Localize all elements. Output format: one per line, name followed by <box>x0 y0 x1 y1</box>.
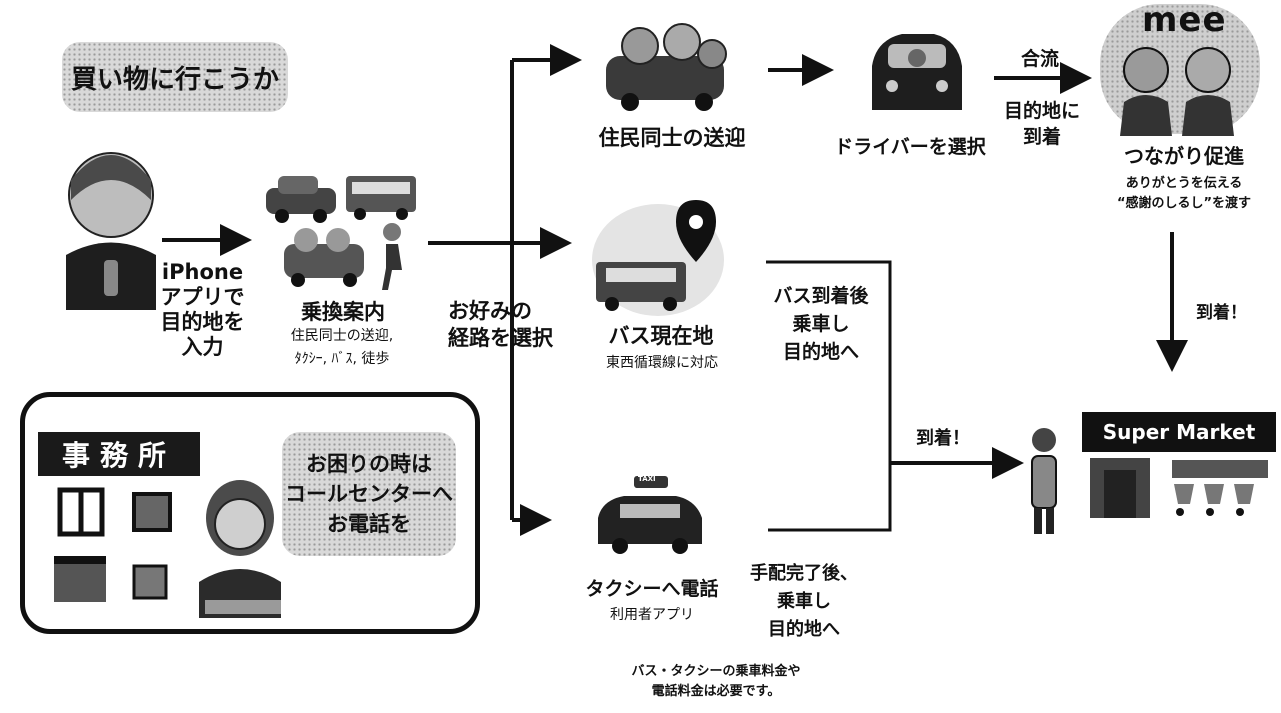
supermarket-sign: Super Market <box>1082 412 1276 452</box>
office-bubble: お困りの時は コールセンターへ お電話を <box>282 432 456 556</box>
arrive-mid-text: 到着！ <box>916 428 970 449</box>
transport-options-icon <box>266 176 416 290</box>
choose-route-line2: 経路を選択 <box>448 326 553 350</box>
office-bubble-line1: お困りの時は <box>306 452 432 476</box>
guidance-line1: 住民同士の送迎, <box>290 328 394 344</box>
connection-title: つながり促進 <box>1124 144 1244 168</box>
footnote-line2: 電話料金は必要です。 <box>651 684 781 699</box>
taxi-after-line3: 目的地へ <box>768 619 840 640</box>
office-bubble-line2: コールセンターへ <box>285 482 453 506</box>
office-building-icon <box>54 487 172 602</box>
merge-bottom-line2: 到着 <box>1022 126 1061 148</box>
choose-route-line1: お好みの <box>448 299 532 323</box>
operator-icon <box>199 480 281 618</box>
guidance-line2: ﾀｸｼｰ, ﾊﾞｽ, 徒歩 <box>294 351 390 367</box>
step-input-line3: 目的地を <box>160 310 245 334</box>
office-panel <box>20 392 480 634</box>
footnote: バス・タクシーの乗車料金や 電話料金は必要です。 <box>596 662 836 702</box>
office-sign: 事務所 <box>38 432 200 476</box>
bus-after-line3: 目的地へ <box>782 341 859 363</box>
bus-after-text: バス到着後 乗車し 目的地へ <box>766 282 876 366</box>
taxi-sub: 利用者アプリ <box>610 607 694 623</box>
taxi-after-text: 手配完了後、 乗車し 目的地へ <box>742 560 866 644</box>
taxi-title: タクシーへ電話 <box>585 578 719 600</box>
person-icon <box>66 152 156 310</box>
bus-after-line1: バス到着後 <box>773 285 869 307</box>
driver-select-text: ドライバーを選択 <box>834 136 986 158</box>
merge-bottom-line1: 目的地に <box>1003 100 1080 122</box>
ride-title: 住民同士の送迎 <box>598 126 746 150</box>
taxi-sign: TAXI <box>638 475 656 483</box>
merge-bottom: 目的地に 到着 <box>996 98 1088 150</box>
thought-text: 買い物に行こうか <box>70 64 279 95</box>
driver-car-icon <box>872 34 962 110</box>
connection-line2: “感謝のしるし”を渡す <box>1116 196 1252 211</box>
supermarket-building-icon <box>1082 452 1276 524</box>
office-sign-text: 事務所 <box>61 439 176 472</box>
step-input-line2: アプリで <box>160 285 245 309</box>
bus-location-icon <box>592 200 724 316</box>
thought-bubble: 買い物に行こうか <box>62 42 288 112</box>
choose-route-text: お好みの 経路を選択 <box>448 298 553 352</box>
footnote-line1: バス・タクシーの乗車料金や <box>631 664 801 679</box>
step-input-text: iPhone アプリで 目的地を 入力 <box>150 260 255 360</box>
bus-taxi-bracket <box>766 260 892 532</box>
step-input-line4: 入力 <box>181 335 224 359</box>
connection-line1: ありがとうを伝える <box>1125 176 1243 191</box>
merge-top: 合流 <box>1020 48 1059 70</box>
guidance-title: 乗換案内 <box>301 300 385 324</box>
taxi-after-line1: 手配完了後、 <box>750 563 858 584</box>
taxi-after-line2: 乗車し <box>777 591 831 612</box>
handshake-people-icon <box>1120 47 1234 136</box>
shopper-icon <box>1031 428 1057 534</box>
office-bubble-line3: お電話を <box>327 512 411 536</box>
residents-car-icon <box>606 23 727 111</box>
step-input-line1: iPhone <box>161 260 244 284</box>
bus-sub: 東西循環線に対応 <box>606 355 718 371</box>
bus-after-line2: 乗車し <box>792 313 850 335</box>
bus-title: バス現在地 <box>608 324 714 348</box>
taxi-icon <box>598 476 702 554</box>
supermarket-sign-text: Super Market <box>1102 420 1256 444</box>
mee-logo: mee <box>1142 0 1227 40</box>
arrive-right-text: 到着！ <box>1196 303 1247 323</box>
